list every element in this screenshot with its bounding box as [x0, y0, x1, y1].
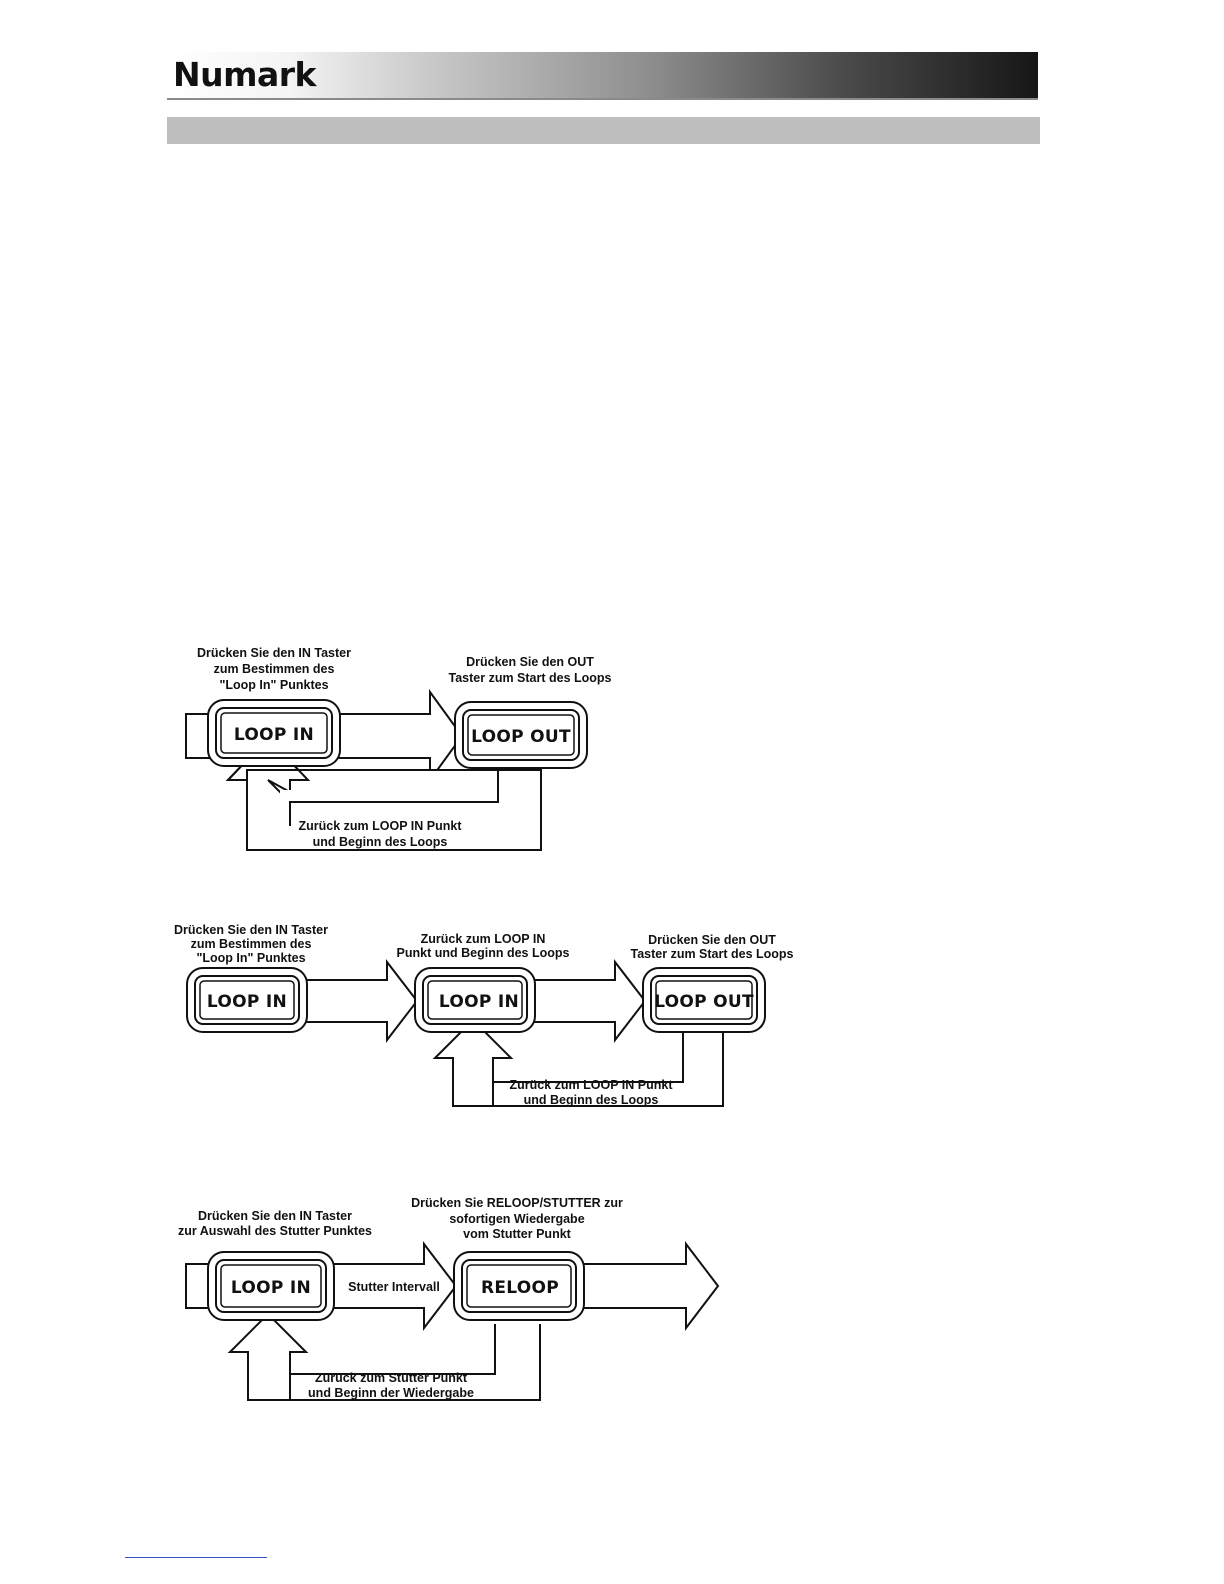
flow-arrow-2: [524, 959, 647, 1043]
loop-out-button-label: LOOP OUT: [654, 992, 754, 1012]
loop-in-button-1-label: LOOP IN: [207, 992, 287, 1012]
loop-diagram-1-svg: LOOP IN LOOP OUT Drücken Sie den IN Tast…: [185, 646, 612, 851]
loop-diagram-1: LOOP IN LOOP OUT Drücken Sie den IN Tast…: [180, 640, 620, 860]
press-out-line-1: Drücken Sie den OUT: [466, 655, 594, 669]
header-bar: Numark: [167, 52, 1038, 100]
loop-in-button: LOOP IN: [207, 699, 341, 767]
return-arrow: [227, 1312, 309, 1401]
stutter-interval-label: Stutter Intervall: [348, 1280, 440, 1294]
press-reloop-line-3: vom Stutter Punkt: [463, 1227, 571, 1241]
return-line-2: und Beginn der Wiedergabe: [308, 1386, 474, 1400]
return-line-2: und Beginn des Loops: [524, 1093, 659, 1107]
loop-out-button: LOOP OUT: [454, 701, 588, 769]
press-reloop-line-1: Drücken Sie RELOOP/STUTTER zur: [411, 1196, 623, 1210]
flow-arrow-1: [294, 959, 419, 1043]
press-out-line-2: Taster zum Start des Loops: [449, 671, 612, 685]
loop-in-button-label: LOOP IN: [231, 1278, 311, 1298]
flow-arrow-2: [573, 1241, 720, 1331]
press-in-line-3: "Loop In" Punktes: [196, 951, 305, 965]
loop-diagram-2: LOOP IN LOOP IN LOOP OUT Drücken Sie den…: [174, 922, 795, 1112]
stutter-diagram: LOOP IN RELOOP Stutter Intervall Drücken…: [174, 1190, 734, 1410]
press-in-line-2: zum Bestimmen des: [214, 662, 335, 676]
back-to-line-2: Punkt und Beginn des Loops: [397, 946, 570, 960]
press-out-line-1: Drücken Sie den OUT: [648, 933, 776, 947]
section-title-bar: [167, 117, 1040, 144]
return-line-1: Zurück zum LOOP IN Punkt: [510, 1078, 674, 1092]
return-line-1: Zurück zum Stutter Punkt: [315, 1371, 468, 1385]
loop-diagram-2-svg: LOOP IN LOOP IN LOOP OUT Drücken Sie den…: [174, 923, 794, 1107]
loop-in-button-2: LOOP IN: [414, 967, 536, 1033]
numark-logo: Numark: [173, 55, 317, 94]
press-in-line-2: zur Auswahl des Stutter Punktes: [178, 1224, 372, 1238]
loop-in-button: LOOP IN: [207, 1251, 335, 1321]
reloop-button-label: RELOOP: [481, 1278, 559, 1298]
footer-rule: [125, 1557, 267, 1558]
loop-out-button: LOOP OUT: [642, 967, 766, 1033]
press-in-line-1: Drücken Sie den IN Taster: [197, 646, 351, 660]
press-reloop-line-2: sofortigen Wiedergabe: [449, 1212, 584, 1226]
reloop-button: RELOOP: [453, 1251, 585, 1321]
loop-in-button-label: LOOP IN: [234, 725, 314, 745]
back-to-line-1: Zurück zum LOOP IN: [421, 932, 546, 946]
press-in-line-1: Drücken Sie den IN Taster: [174, 923, 328, 937]
loop-in-button-1: LOOP IN: [186, 967, 308, 1033]
loop-in-button-2-label: LOOP IN: [439, 992, 519, 1012]
press-in-line-3: "Loop In" Punktes: [219, 678, 328, 692]
loop-out-button-label: LOOP OUT: [471, 727, 571, 747]
return-arrow: [432, 1018, 514, 1107]
return-line-2: und Beginn des Loops: [313, 835, 448, 849]
press-out-line-2: Taster zum Start des Loops: [631, 947, 794, 961]
press-in-line-1: Drücken Sie den IN Taster: [198, 1209, 352, 1223]
press-in-line-2: zum Bestimmen des: [191, 937, 312, 951]
return-line-1: Zurück zum LOOP IN Punkt: [299, 819, 463, 833]
stutter-diagram-svg: LOOP IN RELOOP Stutter Intervall Drücken…: [178, 1196, 720, 1401]
